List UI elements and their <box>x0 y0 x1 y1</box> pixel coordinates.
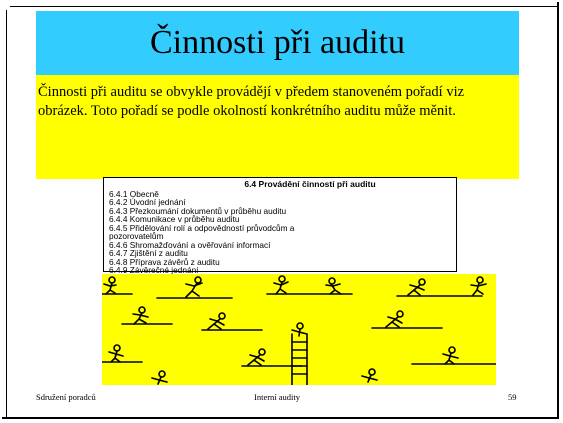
audit-activities-figure: 6.4 Provádění činností při auditu 6.4.1 … <box>103 177 457 275</box>
figure-item: 6.4.3 Přezkoumání dokumentů v průběhu au… <box>109 205 287 216</box>
figure-item: 6.4.2 Úvodní jednání <box>109 197 186 207</box>
slide-title: Činnosti při auditu <box>150 24 405 61</box>
slide-body-box: Činnosti při auditu se obvykle provádějí… <box>36 75 519 179</box>
slide-frame <box>2 2 559 419</box>
figure-item: 6.4.6 Shromažďování a ověřování informac… <box>109 239 271 250</box>
figure-item: 6.4.5 Přidělování rolí a odpovědností pr… <box>109 222 295 233</box>
frame-left-border <box>6 10 7 419</box>
figure-item: 6.4.1 Obecně <box>109 188 159 199</box>
footer-topic: Interní audity <box>254 392 301 402</box>
slide-body-text: Činnosti při auditu se obvykle provádějí… <box>38 84 465 119</box>
stick-figures-icon <box>102 274 496 385</box>
figure-item: 6.4.7 Zjištění z auditu <box>109 248 188 258</box>
cartoon-figures-illustration <box>102 274 496 385</box>
figure-item: 6.4.9 Závěrečné jednání <box>109 265 199 275</box>
slide-title-box: Činnosti při auditu <box>36 11 519 75</box>
footer-organization: Sdružení poradců <box>36 392 96 402</box>
figure-item: 6.4.4 Komunikace v průběhu auditu <box>109 214 240 224</box>
figure-heading: 6.4 Provádění činností při auditu <box>244 179 376 189</box>
frame-top-border <box>10 6 559 7</box>
figure-item: 6.4.8 Příprava závěrů z auditu <box>109 256 220 267</box>
figure-item: pozorovatelům <box>109 231 164 241</box>
page-number: 59 <box>508 392 517 402</box>
